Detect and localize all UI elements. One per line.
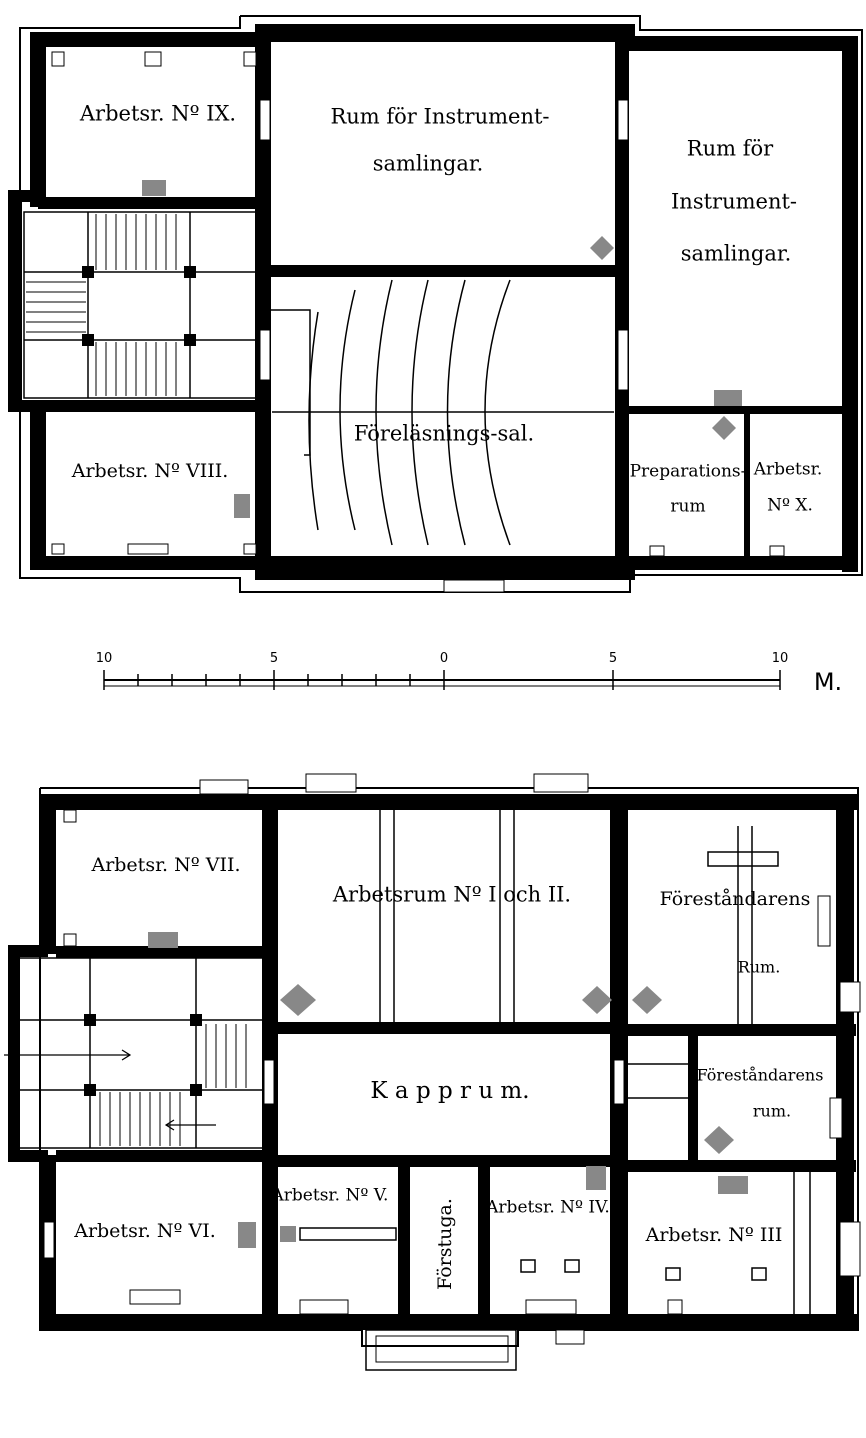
room-label-instrument-1-line2: samlingar. [373,152,484,176]
room-label-forstuga: Förstuga. [434,1198,456,1290]
ground-fixtures [148,932,748,1248]
room-label-arbetsr-iii: Arbetsr. Nº III [645,1224,783,1246]
ground-exterior-walls [8,794,858,1330]
room-label-kapprum: K a p p r u m. [370,1078,529,1104]
upper-interior-walls [38,24,855,580]
room-label-instrument-2-line3: samlingar. [681,242,792,266]
ground-stair-treads [99,1024,247,1146]
room-label-forestandarens-1-line2: Rum. [738,958,781,977]
room-label-arbetsr-iv: Arbetsr. Nº IV. [485,1198,610,1218]
scale-tick-label: 10 [96,651,113,666]
ground-partitions [299,810,811,1314]
upper-fixtures [142,180,742,518]
room-label-forestandarens-1-line1: Föreståndarens [660,888,811,910]
room-label-arbetsr-vii: Arbetsr. Nº VII. [90,854,240,876]
upper-staircase [23,211,257,399]
room-label-arbetsr-ix: Arbetsr. Nº IX. [79,102,236,126]
room-label-arbetsr-viii: Arbetsr. Nº VIII. [71,460,229,482]
upper-exterior-walls [8,24,858,580]
room-label-forelasning: Föreläsnings-sal. [354,422,534,446]
upper-stair-treads [26,214,177,396]
room-label-arbetsrum-i-ii: Arbetsrum Nº I och II. [332,883,571,907]
scale-unit: M. [814,668,842,696]
scale-bar: 10 5 0 5 10 M. [96,651,842,696]
upper-outline [19,15,863,593]
scale-tick-label: 0 [440,651,448,666]
upper-windows [51,51,785,593]
ground-interior-walls [56,794,856,1330]
ground-room-labels: Arbetsr. Nº VII. Arbetsrum Nº I och II. … [73,854,823,1290]
room-label-arbetsr-x-line1: Arbetsr. [753,460,823,480]
upper-room-labels: Arbetsr. Nº IX. Rum för Instrument- saml… [71,102,823,517]
scale-tick-label: 5 [609,651,617,666]
room-label-instrument-1-line1: Rum för Instrument- [330,105,549,129]
room-label-arbetsr-vi: Arbetsr. Nº VI. [73,1220,216,1242]
scale-tick-label: 5 [270,651,278,666]
room-label-arbetsr-x-line2: Nº X. [767,496,813,516]
ground-windows [43,773,861,1345]
lecture-hall-seating [270,279,614,546]
room-label-arbetsr-v: Arbetsr. Nº V. [271,1186,389,1206]
ground-floor-plan: Arbetsr. Nº VII. Arbetsrum Nº I och II. … [4,773,861,1371]
stair-arrow-icon [4,1049,216,1131]
room-label-forestandarens-2-line1: Föreståndarens [697,1066,824,1085]
scale-tick-label: 10 [772,651,789,666]
upper-floor-plan: Arbetsr. Nº IX. Rum för Instrument- saml… [8,15,863,593]
room-label-forestandarens-2-line2: rum. [753,1102,791,1121]
ground-small-squares [520,1259,767,1281]
room-label-preparation-line2: rum [670,497,705,517]
ground-staircase [4,957,265,1149]
room-label-instrument-2-line2: Instrument- [671,190,797,214]
room-label-preparation-line1: Preparations- [630,462,747,482]
room-label-instrument-2-line1: Rum för [687,137,774,161]
